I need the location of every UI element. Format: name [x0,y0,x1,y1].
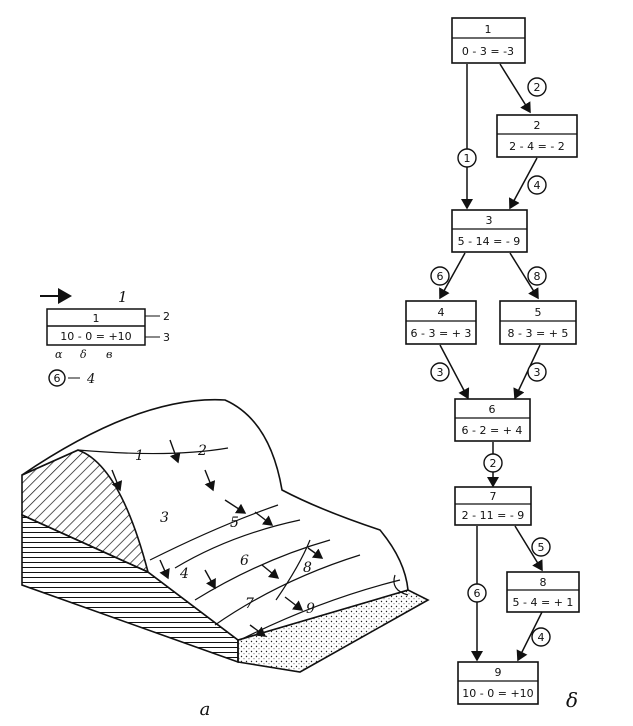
flow-node-4-id: 4 [438,306,445,319]
block-zone-5: 5 [230,515,239,531]
flow-node-4-calc: 6 - 3 = + 3 [411,327,472,340]
flow-node-9-calc: 10 - 0 = +10 [462,687,533,700]
flow-node-8: 8 5 - 4 = + 1 [507,572,579,612]
flow-node-3-id: 3 [486,214,493,227]
block-zone-2: 2 [197,443,207,459]
edge-4-6-value: 3 [437,366,444,379]
flow-node-5-id: 5 [535,306,542,319]
block-zone-1: 1 [135,448,144,464]
flow-node-1-calc: 0 - 3 = -3 [462,45,514,58]
flow-node-6-id: 6 [489,403,496,416]
flow-diagram: 1 2 4 6 8 3 3 2 5 6 4 1 [406,18,579,712]
legend-circle-num: 6 [54,372,61,385]
flow-node-7-id: 7 [490,490,497,503]
flow-node-9: 9 10 - 0 = +10 [458,662,538,704]
edge-5-6-value: 3 [534,366,541,379]
edge-2-3-value: 4 [534,179,541,192]
block-zone-9: 9 [306,601,315,617]
block-zone-6: 6 [240,553,249,569]
edge-1-3-value: 1 [464,152,471,165]
block-zone-4: 4 [179,566,189,582]
flow-diagram-caption: δ [566,688,578,712]
flow-node-5: 5 8 - 3 = + 5 [500,301,576,344]
block-diagram: 1 2 3 4 5 6 7 8 9 а [22,400,428,720]
flow-node-6: 6 6 - 2 = + 4 [455,399,530,441]
flow-node-2-calc: 2 - 4 = - 2 [509,140,565,153]
legend-col-c: в [106,348,112,361]
flow-node-1: 1 0 - 3 = -3 [452,18,525,63]
edge-7-8-value: 5 [538,541,545,554]
edge-8-9-value: 4 [538,631,545,644]
legend-box-num: 1 [93,312,100,325]
flow-node-2-id: 2 [534,119,541,132]
flow-node-8-id: 8 [540,576,547,589]
edge-6-7-value: 2 [490,457,497,470]
legend-box-calc: 10 - 0 = +10 [60,330,131,343]
edge-1-2 [500,64,530,112]
legend-circle-label: 4 [86,372,95,387]
legend-arrow-label: 1 [118,288,128,306]
legend-col-a: α [55,348,63,361]
legend: 1 1 10 - 0 = +10 2 3 α δ в 6 4 [40,288,170,387]
flow-node-8-calc: 5 - 4 = + 1 [513,596,574,609]
flow-node-3: 3 5 - 14 = - 9 [452,210,527,252]
flow-node-3-calc: 5 - 14 = - 9 [458,235,521,248]
block-diagram-caption: а [200,699,211,720]
flow-node-6-calc: 6 - 2 = + 4 [462,424,523,437]
block-zone-3: 3 [160,510,169,526]
edge-3-5-value: 8 [534,270,541,283]
block-zone-7: 7 [245,596,254,612]
flow-node-2: 2 2 - 4 = - 2 [497,115,577,157]
flow-node-7: 7 2 - 11 = - 9 [455,487,531,525]
legend-col-b: δ [80,348,87,361]
legend-box-calc-label: 3 [163,331,170,344]
flow-node-5-calc: 8 - 3 = + 5 [508,327,569,340]
edge-1-2-value: 2 [534,81,541,94]
flow-node-1-id: 1 [485,23,492,36]
edge-3-4-value: 6 [437,270,444,283]
block-zone-8: 8 [303,560,312,576]
edge-7-9-value: 6 [474,587,481,600]
flow-node-9-id: 9 [495,666,502,679]
flow-node-4: 4 6 - 3 = + 3 [406,301,476,344]
legend-box-num-label: 2 [163,310,170,323]
flow-node-7-calc: 2 - 11 = - 9 [462,509,525,522]
